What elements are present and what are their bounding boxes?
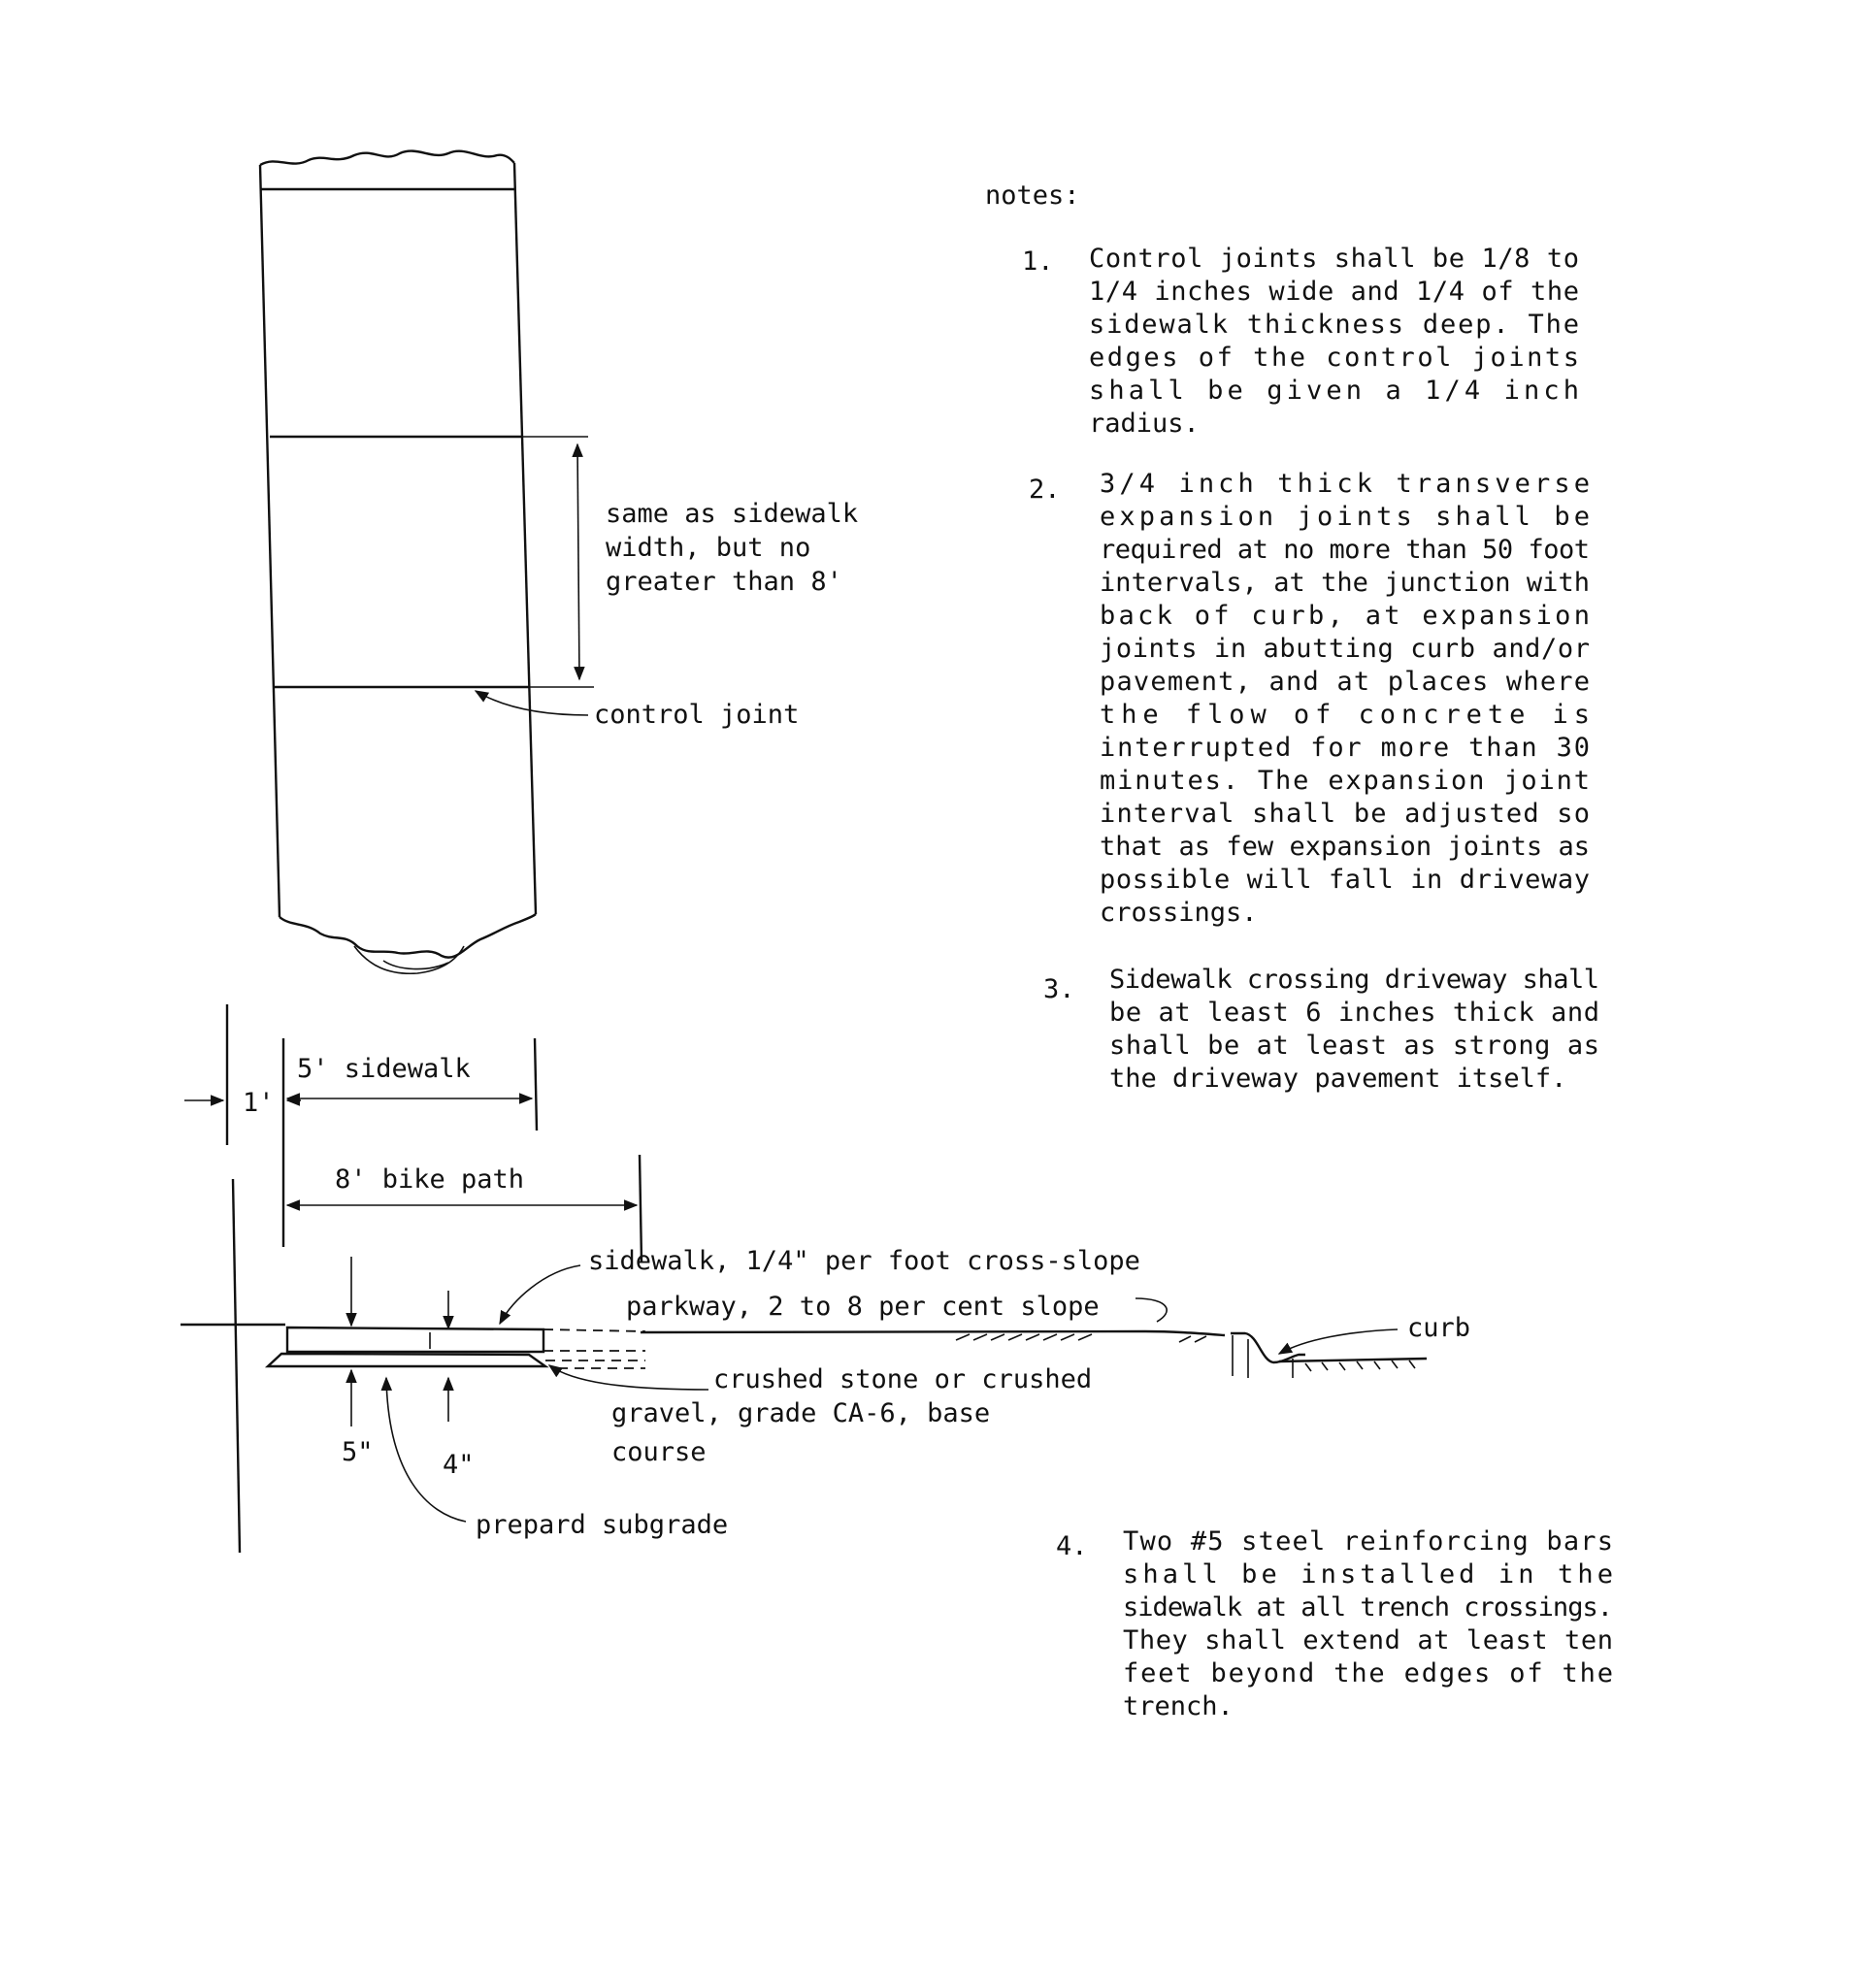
note-2-line: minutes. The expansion joint [1100, 766, 1590, 796]
note-1-line: 1/4 inches wide and 1/4 of the [1089, 277, 1579, 307]
note-2-line: crossings. [1100, 898, 1258, 928]
parkway-label: parkway, 2 to 8 per cent slope [626, 1292, 1100, 1322]
note-4-line: shall be installed in the [1123, 1559, 1613, 1590]
note-2-line: interval shall be adjusted so [1100, 799, 1590, 829]
notes-heading: notes: [985, 180, 1080, 211]
subgrade-leader [380, 1376, 467, 1523]
note-1-number: 1. [1022, 246, 1054, 277]
curb-gutter-line [1278, 1357, 1428, 1363]
note-2-line: joints in abutting curb and/or [1100, 634, 1590, 664]
note-3-line: shall be at least as strong as [1109, 1031, 1599, 1061]
sidewalk-slab [285, 1326, 545, 1354]
note-4-line: Two #5 steel reinforcing bars [1123, 1526, 1613, 1557]
base-course-label-line: course [611, 1437, 707, 1467]
note-3-line: the driveway pavement itself. [1109, 1064, 1566, 1094]
note-4-line: trench. [1123, 1691, 1234, 1721]
thickness-4-label: 4" [443, 1450, 475, 1480]
note-3-line: be at least 6 inches thick and [1109, 998, 1599, 1028]
base-course [264, 1352, 549, 1368]
note-4-text: Two #5 steel reinforcing bars shall be i… [1123, 1526, 1632, 1721]
plan-dimension-label-line: greater than 8' [606, 567, 842, 597]
base-course-leader [547, 1364, 709, 1391]
curb-shape [1231, 1331, 1305, 1364]
note-1-line: radius. [1089, 409, 1200, 439]
base-course-label: crushed stone or crushed gravel, grade C… [611, 1364, 1107, 1467]
note-2-line: interrupted for more than 30 [1100, 733, 1590, 763]
reference-line-bike-path-end [638, 1154, 643, 1262]
note-2-number: 2. [1029, 475, 1061, 505]
note-1-line: sidewalk thickness deep. The [1089, 310, 1579, 340]
bike-path-label: 8' bike path [335, 1164, 524, 1195]
bike-path-extension-dashed [543, 1328, 646, 1352]
sidewalk-width-label: 5' sidewalk [297, 1054, 471, 1084]
note-2-text: 3/4 inch thick transverse expansion join… [1100, 469, 1611, 928]
sidewalk-bottom-break-detail [353, 945, 465, 975]
offset-label: 1' [243, 1088, 275, 1118]
thickness-5-label: 5" [342, 1437, 374, 1467]
note-3-text: Sidewalk crossing driveway shall be at l… [1109, 965, 1616, 1094]
note-2-line: the flow of concrete is [1100, 700, 1590, 730]
reference-line-left-lower [231, 1178, 242, 1554]
curb-back [1232, 1335, 1294, 1378]
section-view: 1' 5' sidewalk 8' bike path 5" 4" cur [181, 1004, 1470, 1554]
note-4-number: 4. [1056, 1531, 1088, 1561]
note-1-line: Control joints shall be 1/8 to [1089, 244, 1579, 274]
note-2-line: back of curb, at expansion [1100, 601, 1590, 631]
note-2-line: 3/4 inch thick transverse [1100, 469, 1590, 499]
note-1-line: edges of the control joints [1089, 343, 1579, 373]
note-2-line: expansion joints shall be [1100, 502, 1590, 532]
curb-gutter-hatching [1304, 1360, 1416, 1372]
parkway-leader [1135, 1297, 1168, 1323]
note-1-line: shall be given a 1/4 inch [1089, 376, 1579, 406]
cross-slope-label: sidewalk, 1/4" per foot cross-slope [588, 1246, 1140, 1276]
curb-leader [1277, 1328, 1399, 1355]
base-course-label-line: crushed stone or crushed [713, 1364, 1092, 1394]
sidewalk-right-edge [512, 162, 538, 915]
curb-label: curb [1407, 1313, 1470, 1343]
base-course-dashed-extension [545, 1360, 645, 1369]
parkway-hatching [955, 1333, 1207, 1343]
sidewalk-left-edge [258, 164, 281, 918]
note-2-line: required at no more than 50 foot [1100, 535, 1590, 565]
note-3-line: Sidewalk crossing driveway shall [1109, 965, 1599, 995]
note-2-line: possible will fall in driveway [1100, 865, 1590, 895]
parkway-grade-line [640, 1329, 1226, 1337]
note-2-line: pavement, and at places where [1100, 667, 1590, 697]
sidewalk-top-break-line [259, 149, 515, 167]
base-course-label-line: gravel, grade CA-6, base [611, 1398, 990, 1428]
note-4-line: sidewalk at all trench crossings. [1123, 1592, 1613, 1623]
note-2-line: that as few expansion joints as [1100, 832, 1590, 862]
note-3-number: 3. [1043, 974, 1075, 1004]
plan-dimension-label: same as sidewalk width, but no greater t… [606, 499, 873, 597]
sidewalk-bottom-break-line [279, 913, 537, 959]
note-1-text: Control joints shall be 1/8 to 1/4 inche… [1089, 244, 1598, 439]
note-4-line: feet beyond the edges of the [1123, 1658, 1613, 1688]
note-4-line: They shall extend at least ten [1123, 1625, 1613, 1656]
plan-view: same as sidewalk width, but no greater t… [258, 149, 873, 975]
plan-dimension-label-line: same as sidewalk [606, 499, 858, 529]
note-2-line: intervals, at the junction with [1100, 568, 1590, 598]
cross-slope-leader [499, 1264, 581, 1326]
notes-section: notes: 1. Control joints shall be 1/8 to… [985, 180, 1632, 1721]
plan-dimension-label-line: width, but no [606, 533, 810, 563]
subgrade-label: prepard subgrade [476, 1510, 728, 1540]
plan-dimension-arrow [572, 443, 585, 681]
control-joint-label: control joint [594, 700, 799, 730]
reference-line-sidewalk-end [533, 1037, 539, 1131]
control-joint-leader [474, 690, 589, 716]
